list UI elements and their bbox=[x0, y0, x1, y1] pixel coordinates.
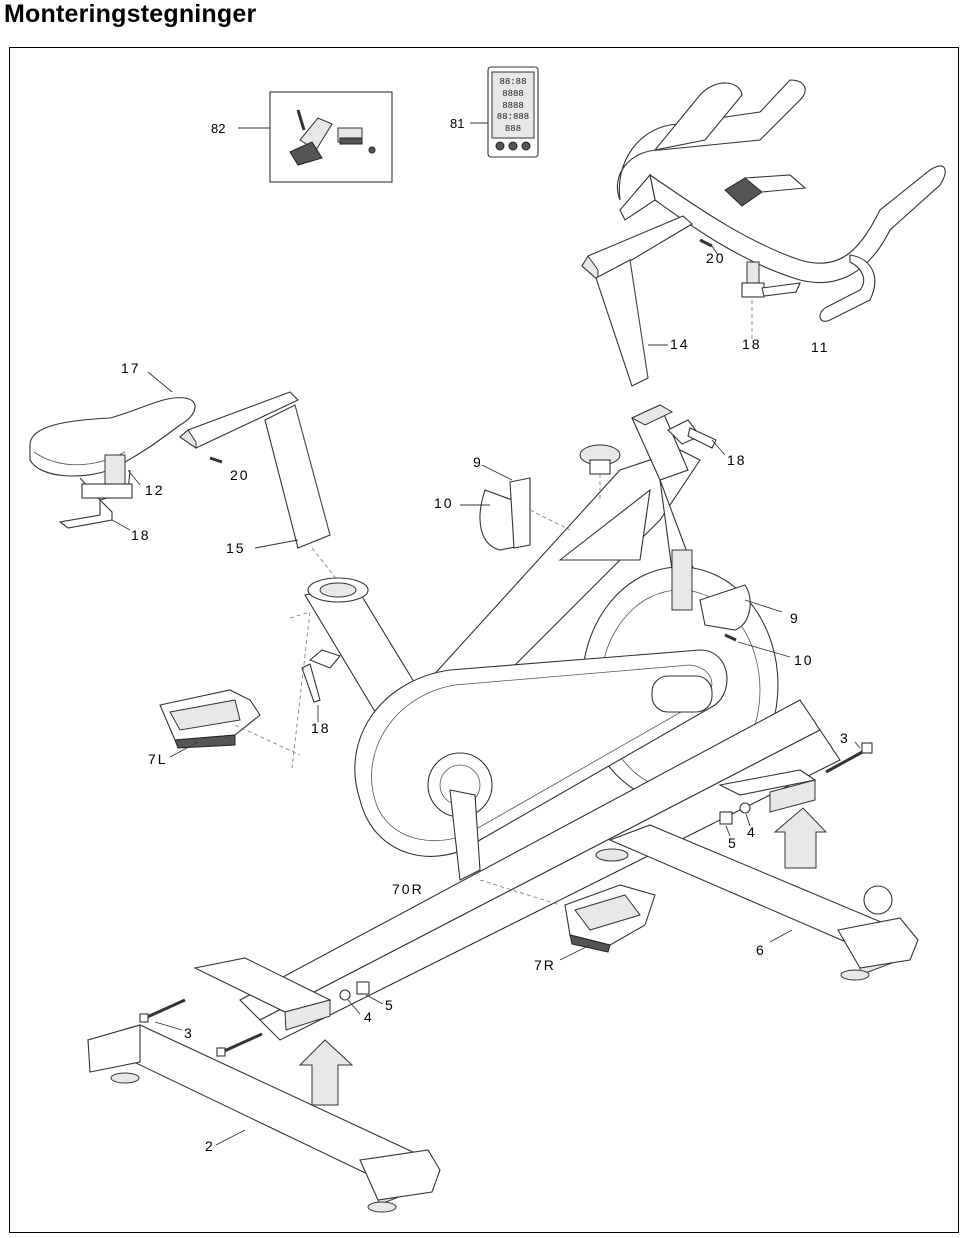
label-3-rear: 3 bbox=[184, 1025, 194, 1041]
label-12: 12 bbox=[145, 482, 165, 498]
pedal-7L bbox=[159, 689, 301, 758]
up-arrow-rear bbox=[298, 1039, 354, 1106]
seat-knob-18 bbox=[289, 611, 341, 769]
bike-frame bbox=[193, 404, 841, 1041]
console-row4: 88:888 bbox=[497, 112, 529, 122]
pedal-7R bbox=[479, 879, 656, 961]
console-row2: 8888 bbox=[502, 89, 524, 99]
label-10-upper: 10 bbox=[434, 495, 454, 511]
washer-nut-front bbox=[719, 802, 751, 837]
label-18-post: 18 bbox=[311, 720, 331, 736]
diagram-frame bbox=[9, 47, 959, 1233]
rear-stabilizer-2 bbox=[86, 1024, 441, 1213]
console-row1: 88:88 bbox=[499, 77, 526, 87]
page-title: Monteringstegninger bbox=[4, 0, 257, 28]
seat-post-15 bbox=[179, 391, 346, 591]
label-20-seat: 20 bbox=[230, 467, 250, 483]
label-18-seat: 18 bbox=[131, 527, 151, 543]
label-70R: 70R bbox=[392, 881, 424, 897]
adjust-knob-18-upper bbox=[741, 261, 801, 340]
bottle-holder-9-upper bbox=[460, 464, 571, 551]
label-9-lower: 9 bbox=[790, 610, 800, 626]
washer-nut-rear bbox=[339, 981, 384, 1015]
label-82: 82 bbox=[211, 121, 225, 136]
label-10-lower: 10 bbox=[794, 652, 814, 668]
label-14: 14 bbox=[670, 336, 690, 352]
saddle-17 bbox=[29, 371, 196, 531]
bolt-3-right bbox=[825, 741, 873, 774]
label-7L: 7L bbox=[148, 751, 168, 767]
label-20-upper: 20 bbox=[706, 250, 726, 266]
label-5-front: 5 bbox=[728, 835, 738, 851]
console-row5: 888 bbox=[505, 124, 521, 134]
label-3-right: 3 bbox=[840, 730, 850, 746]
label-6: 6 bbox=[756, 942, 766, 958]
label-7R: 7R bbox=[534, 957, 556, 973]
handlebar bbox=[616, 79, 946, 322]
label-17: 17 bbox=[121, 360, 141, 376]
bolts-3-rear bbox=[139, 998, 263, 1057]
bottle-holder-9-lower bbox=[699, 584, 791, 658]
screw-20-upper bbox=[699, 238, 719, 256]
label-81: 81 bbox=[450, 116, 464, 131]
console: 88:88 8888 8888 88:888 888 bbox=[470, 66, 539, 158]
accessory-kit-box bbox=[238, 91, 393, 183]
label-9-upper: 9 bbox=[473, 454, 483, 470]
label-4-front: 4 bbox=[747, 824, 757, 840]
label-4-rear: 4 bbox=[364, 1009, 374, 1025]
label-11: 11 bbox=[811, 339, 830, 355]
label-5-rear: 5 bbox=[385, 997, 395, 1013]
label-18-front: 18 bbox=[727, 452, 747, 468]
label-18-upper: 18 bbox=[742, 336, 762, 352]
handlebar-stem-14 bbox=[581, 215, 693, 387]
label-2: 2 bbox=[205, 1138, 215, 1154]
front-stabilizer-6 bbox=[595, 824, 919, 981]
up-arrow-front bbox=[773, 807, 828, 869]
console-row3: 8888 bbox=[502, 101, 524, 111]
label-15: 15 bbox=[226, 540, 246, 556]
